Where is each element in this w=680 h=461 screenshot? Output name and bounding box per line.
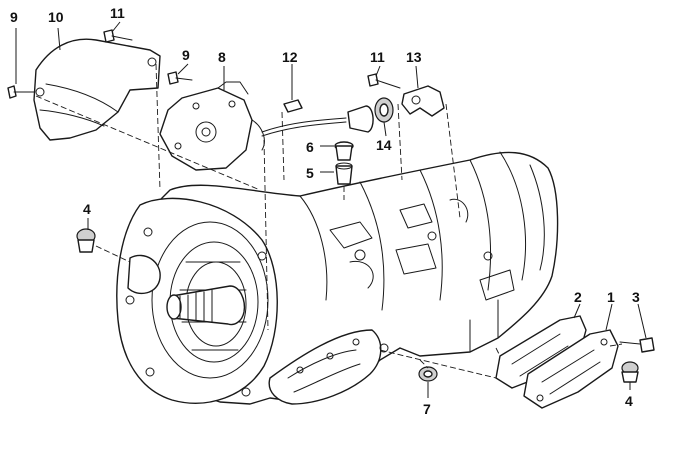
callout-10: 10: [48, 9, 64, 25]
vent-plug-part-6: [334, 141, 354, 161]
callout-6: 6: [306, 139, 314, 155]
callout-5: 5: [306, 165, 314, 181]
callout-2: 2: [574, 289, 582, 305]
callout-14: 14: [376, 137, 392, 153]
callout-12: 12: [282, 49, 298, 65]
assembly-leaders: [35, 63, 623, 379]
callout-8: 8: [218, 49, 226, 65]
sensor-plug-part-14: [347, 97, 394, 133]
washer-part-5: [335, 162, 353, 185]
callout-3: 3: [632, 289, 640, 305]
bolt-part-9-left: [7, 85, 35, 99]
callout-1: 1: [607, 289, 615, 305]
input-shaft: [166, 285, 246, 326]
callout-13: 13: [406, 49, 422, 65]
bracket-part-13: [401, 85, 445, 117]
oil-pan: [268, 329, 389, 405]
seal-ring-part-7: [418, 366, 438, 382]
plug-part-4-right: [621, 361, 639, 383]
callout-leaders: [15, 21, 647, 398]
wire-connector-part-12: [261, 99, 347, 137]
callout-9-left: 9: [10, 9, 18, 25]
selector-bracket-part-8: [159, 81, 265, 171]
callout-11-top: 11: [110, 5, 125, 21]
bolt-part-9-right: [167, 71, 193, 85]
callout-7: 7: [423, 401, 431, 417]
callout-11-right: 11: [370, 49, 385, 65]
callout-4-left: 4: [83, 201, 91, 217]
plug-part-4-left: [76, 228, 96, 253]
bolt-part-11-top: [103, 29, 133, 43]
callout-4-right: 4: [625, 393, 633, 409]
bolt-part-11-right: [367, 73, 401, 89]
callout-labels: 9 10 11 9 8 12 11 13 14 6 5 4 2 1 3 4 7: [10, 5, 640, 417]
cover-plate-part-1: [523, 329, 619, 409]
callout-9-right: 9: [182, 47, 190, 63]
bolt-part-3: [619, 337, 655, 353]
heat-shield-part-10: [33, 38, 161, 141]
